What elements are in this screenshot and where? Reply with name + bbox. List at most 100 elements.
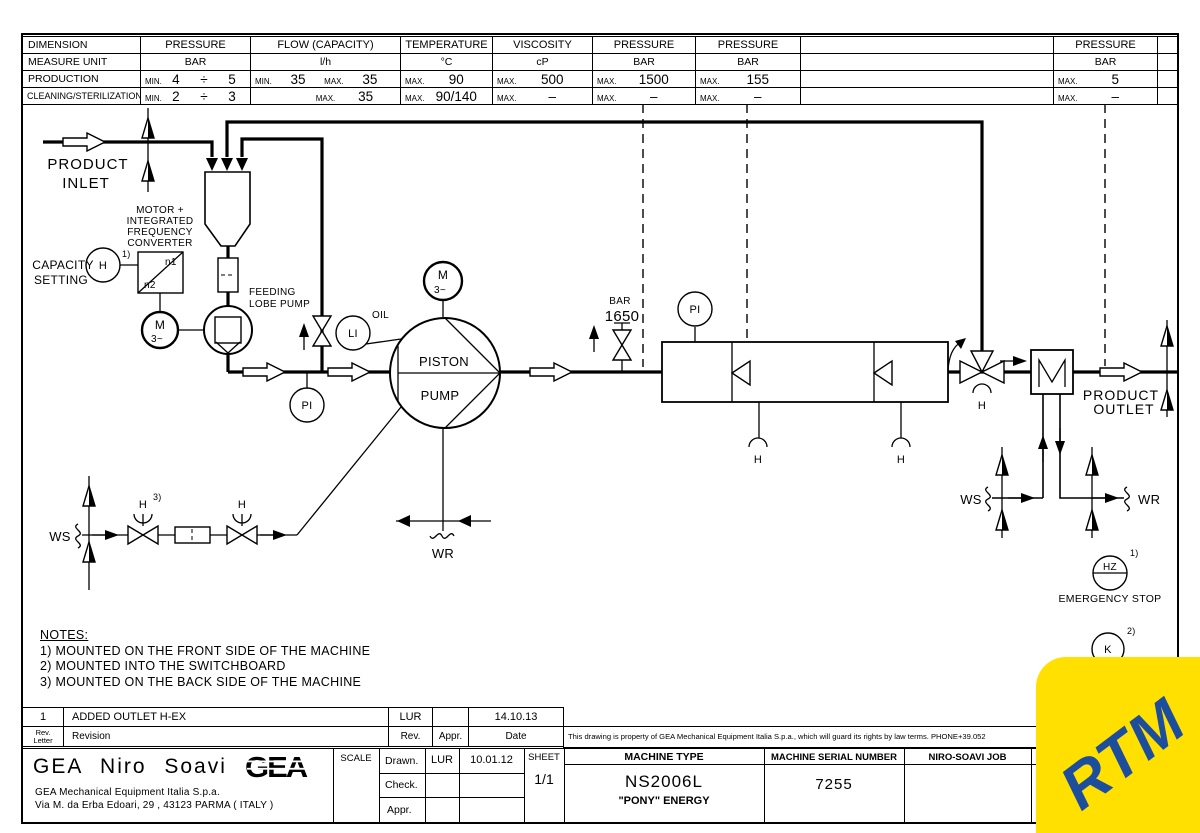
scale-label: SCALE [340, 753, 372, 764]
product-outlet-label-l1: PRODUCT [1083, 387, 1159, 403]
k-label: K [1104, 644, 1112, 656]
col-viscosity: VISCOSITY [492, 36, 593, 54]
wr-pump-label: WR [432, 546, 454, 561]
three-way-flow-arrow [947, 338, 966, 372]
measure-unit-header: MEASURE UNIT [22, 53, 141, 71]
notes-block: NOTES: 1) MOUNTED ON THE FRONT SIDE OF T… [40, 628, 370, 690]
hz-label: HZ [1103, 562, 1117, 573]
pump-motor-3ph: 3~ [434, 285, 446, 296]
pump-motor-m: M [438, 268, 448, 282]
notes-title: NOTES: [40, 628, 89, 642]
rev-number: 1 [22, 707, 64, 727]
rev-col-header: Rev. [388, 726, 433, 747]
relief-valve-1650 [612, 329, 632, 361]
piston-pump-motor [422, 260, 464, 302]
sheet-border [21, 33, 1179, 824]
feeding-label-l2: LOBE PUMP [249, 299, 310, 310]
col-end-spacer [1157, 36, 1179, 54]
job-label: NIRO-SOAVI JOB [928, 752, 1007, 763]
col-pressure-outlet: PRESSURE [1053, 36, 1158, 54]
serial-label: MACHINE SERIAL NUMBER [771, 752, 897, 763]
li-label: LI [348, 328, 358, 340]
machine-name-value: "PONY" ENERGY [618, 795, 710, 807]
note-1: 1) MOUNTED ON THE FRONT SIDE OF THE MACH… [40, 643, 371, 658]
motor-converter-l3: FREQUENCY [127, 227, 193, 238]
note-2: 2) MOUNTED INTO THE SWITCHBOARD [40, 659, 286, 673]
ws-valve-2 [226, 525, 258, 545]
product-inlet-label-l1: PRODUCT [47, 156, 128, 173]
hom-stage2-hand: H [897, 454, 905, 466]
gea-logo: GEA [245, 751, 331, 783]
appr-label: Appr. [387, 804, 412, 816]
col-temperature: TEMPERATURE [400, 36, 493, 54]
spec-table: DIMENSION PRESSURE FLOW (CAPACITY) TEMPE… [22, 36, 1179, 105]
production-row-header: PRODUCTION [22, 70, 141, 88]
three-way-hand: H [978, 400, 986, 412]
hand-actuator-arcs [133, 383, 992, 524]
product-outlet-label-l2: OUTLET [1093, 401, 1154, 417]
rtm-watermark-logo: RTM [1036, 657, 1200, 833]
pressure-reference-dashed-lines [642, 104, 1106, 367]
heat-exchanger [1030, 349, 1074, 395]
serial-value: 7255 [815, 776, 853, 793]
frequency-converter-box [137, 251, 184, 294]
rev-by: LUR [388, 707, 433, 727]
damper [217, 257, 239, 293]
machine-type-label: MACHINE TYPE [624, 751, 704, 763]
col-pressure-hom2: PRESSURE [695, 36, 801, 54]
bypass-valve [312, 315, 332, 347]
date-col-header: Date [468, 726, 564, 747]
homogenizer-block [661, 341, 949, 403]
pump-label: PUMP [421, 388, 460, 403]
ws-left-label: WS [49, 529, 71, 544]
rev-approved [432, 707, 469, 727]
lobe-motor-m: M [155, 318, 165, 332]
motor-converter-l2: INTEGRATED [127, 216, 194, 227]
sheet-value: 1/1 [534, 771, 554, 787]
motor-converter-l1: MOTOR + [136, 205, 184, 216]
ws-valve1-sup: 3) [153, 492, 162, 502]
col-spacer [800, 36, 1054, 54]
col-pressure-hom1: PRESSURE [592, 36, 696, 54]
ws-valve2-hand: H [238, 499, 246, 511]
dimension-header: DIMENSION [22, 36, 141, 54]
capacity-setting-l2: SETTING [34, 273, 88, 287]
bar-unit-label: BAR [609, 296, 630, 307]
product-inlet-label-l2: INLET [62, 175, 110, 192]
suction-pressure-indicator [289, 387, 325, 423]
check-label: Check. [385, 779, 418, 791]
capacity-setting-l1: CAPACITY [32, 258, 94, 272]
capacity-hand-switch-circle [85, 247, 121, 283]
hom-stage1-hand: H [754, 454, 762, 466]
ws-right-label: WS [960, 492, 982, 507]
capacity-hand-label: H [99, 260, 107, 272]
machine-type-value: NS2006L [625, 772, 703, 791]
company-name: GEA Niro Soavi [33, 755, 227, 778]
lobe-pump-motor [140, 310, 180, 350]
discharge-pi-label: PI [690, 304, 701, 316]
suction-pi-label: PI [302, 400, 313, 412]
n1-label: n1 [165, 257, 177, 268]
wr-right-label: WR [1138, 492, 1160, 507]
drawn-by: LUR [430, 754, 453, 766]
emergency-stop-symbol [1092, 555, 1128, 591]
n2-label: n2 [144, 280, 156, 291]
drawn-date: 10.01.12 [470, 754, 513, 766]
oil-level-indicator [335, 315, 371, 351]
bar-value-label: 1650 [605, 308, 640, 325]
revision-table: 1 ADDED OUTLET H-EX LUR 14.10.13 Rev.Let… [22, 707, 564, 747]
motor-converter-l4: CONVERTER [127, 238, 192, 249]
revision-header: Revision [63, 726, 389, 747]
feeding-lobe-pump-symbol [203, 305, 253, 355]
rtm-logo-text: RTM [1047, 685, 1199, 824]
discharge-pressure-indicator [677, 291, 713, 327]
capacity-note-sup: 1) [122, 249, 131, 259]
k-sup: 2) [1127, 626, 1136, 636]
feed-hopper [204, 171, 251, 247]
emergency-stop-label: EMERGENCY STOP [1058, 593, 1161, 605]
hz-sup: 1) [1130, 548, 1139, 558]
sheet-label: SHEET [528, 752, 560, 763]
piston-label: PISTON [419, 354, 469, 369]
note-3: 3) MOUNTED ON THE BACK SIDE OF THE MACHI… [40, 674, 362, 689]
